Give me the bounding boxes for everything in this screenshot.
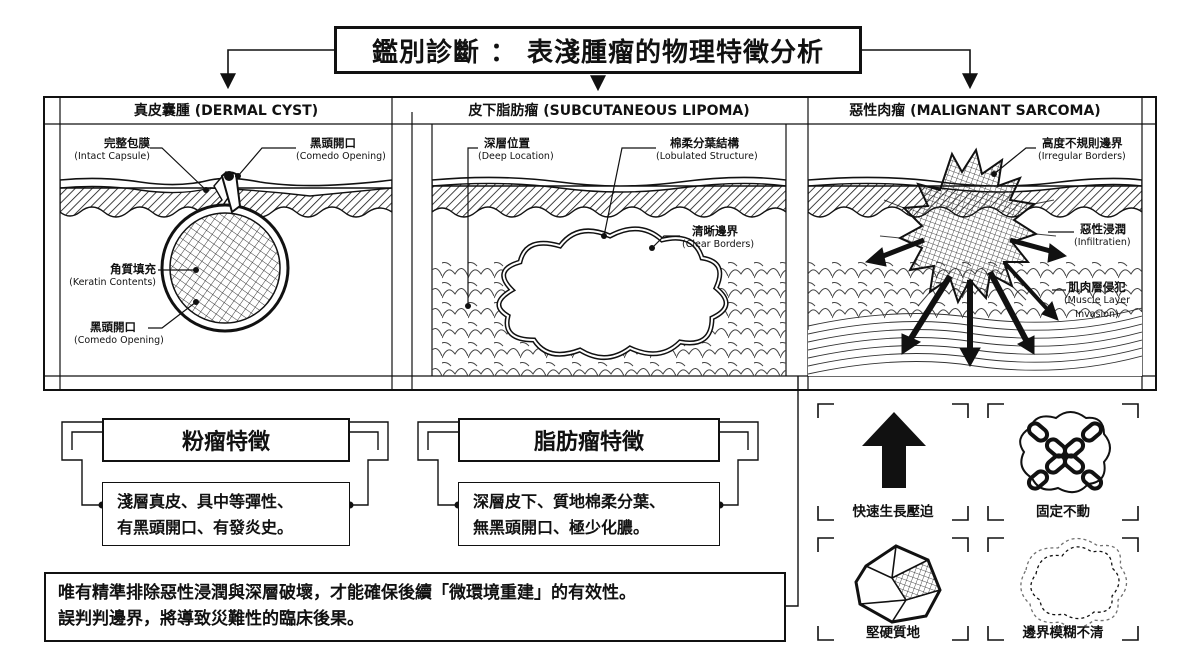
label-intact-capsule: 完整包膜(Intact Capsule) xyxy=(74,136,150,162)
blurred-border-icon xyxy=(1020,537,1128,629)
lipoma-leader-dots xyxy=(465,233,655,309)
label-deep-location: 深層位置(Deep Location) xyxy=(478,136,554,162)
label-comedo-opening-top: 黑頭開口(Comedo Opening) xyxy=(296,136,386,162)
label-lobulated-structure: 棉柔分葉結構(Lobulated Structure) xyxy=(656,136,758,162)
cyst-leaders xyxy=(148,147,296,329)
cyst-features-heading: 粉瘤特徵 xyxy=(102,418,350,462)
feature-brackets xyxy=(61,421,759,506)
sign-rapid-growth: 快速生長壓迫 xyxy=(852,504,934,520)
sarcoma-leaders xyxy=(993,147,1074,291)
conclusion-connector xyxy=(786,376,799,607)
label-keratin-contents: 角質填充(Keratin Contents) xyxy=(69,262,156,288)
sign-blurred-border: 邊界模糊不清 xyxy=(1022,625,1104,641)
label-clear-borders: 清晰邊界(Clear Borders) xyxy=(682,224,755,250)
sign-grid-brackets xyxy=(817,403,1139,641)
panel-title-lipoma: 皮下脂肪瘤 (SUBCUTANEOUS LIPOMA) xyxy=(468,103,750,119)
sign-fixed: 固定不動 xyxy=(1036,504,1090,520)
panel-title-cyst: 真皮囊腫 (DERMAL CYST) xyxy=(133,103,319,119)
lipoma-features-text: 深層皮下、質地棉柔分葉、無黑頭開口、極少化膿。 xyxy=(458,482,720,546)
lipoma-features-heading: 脂肪瘤特徵 xyxy=(458,418,720,462)
hard-rock-icon xyxy=(854,544,942,624)
cyst-leader-dots xyxy=(193,173,241,305)
sarcoma-illustration xyxy=(808,147,1142,376)
chain-fixed-icon xyxy=(1019,411,1111,494)
lipoma-illustration xyxy=(432,176,786,376)
label-irregular-borders: 高度不規則邊界(Irregular Borders) xyxy=(1038,136,1126,162)
sign-hard-texture: 堅硬質地 xyxy=(866,625,920,641)
cyst-illustration xyxy=(60,171,392,333)
conclusion-box: 唯有精準排除惡性浸潤與深層破壞，才能確保後續「微環境重建」的有效性。 誤判判邊界… xyxy=(44,572,786,642)
title-connectors xyxy=(220,49,978,92)
label-infiltration: 惡性浸潤(Infiltratien) xyxy=(1074,222,1131,248)
cyst-features-text: 淺層真皮、具中等彈性、有黑頭開口、有發炎史。 xyxy=(102,482,350,546)
diagram-title: 鑑別診斷 ： 表淺腫瘤的物理特徵分析 xyxy=(334,26,862,74)
sarcoma-leader-dots xyxy=(991,171,997,177)
label-comedo-opening-bottom: 黑頭開口(Comedo Opening) xyxy=(74,320,164,346)
panel-title-sarcoma: 惡性肉瘤 (MALIGNANT SARCOMA) xyxy=(849,103,1101,119)
lipoma-leaders xyxy=(467,147,680,306)
up-arrow-icon xyxy=(862,412,926,488)
label-muscle-invasion: 肌肉層侵犯 (Muscle Layer Invasion) xyxy=(1063,280,1131,320)
